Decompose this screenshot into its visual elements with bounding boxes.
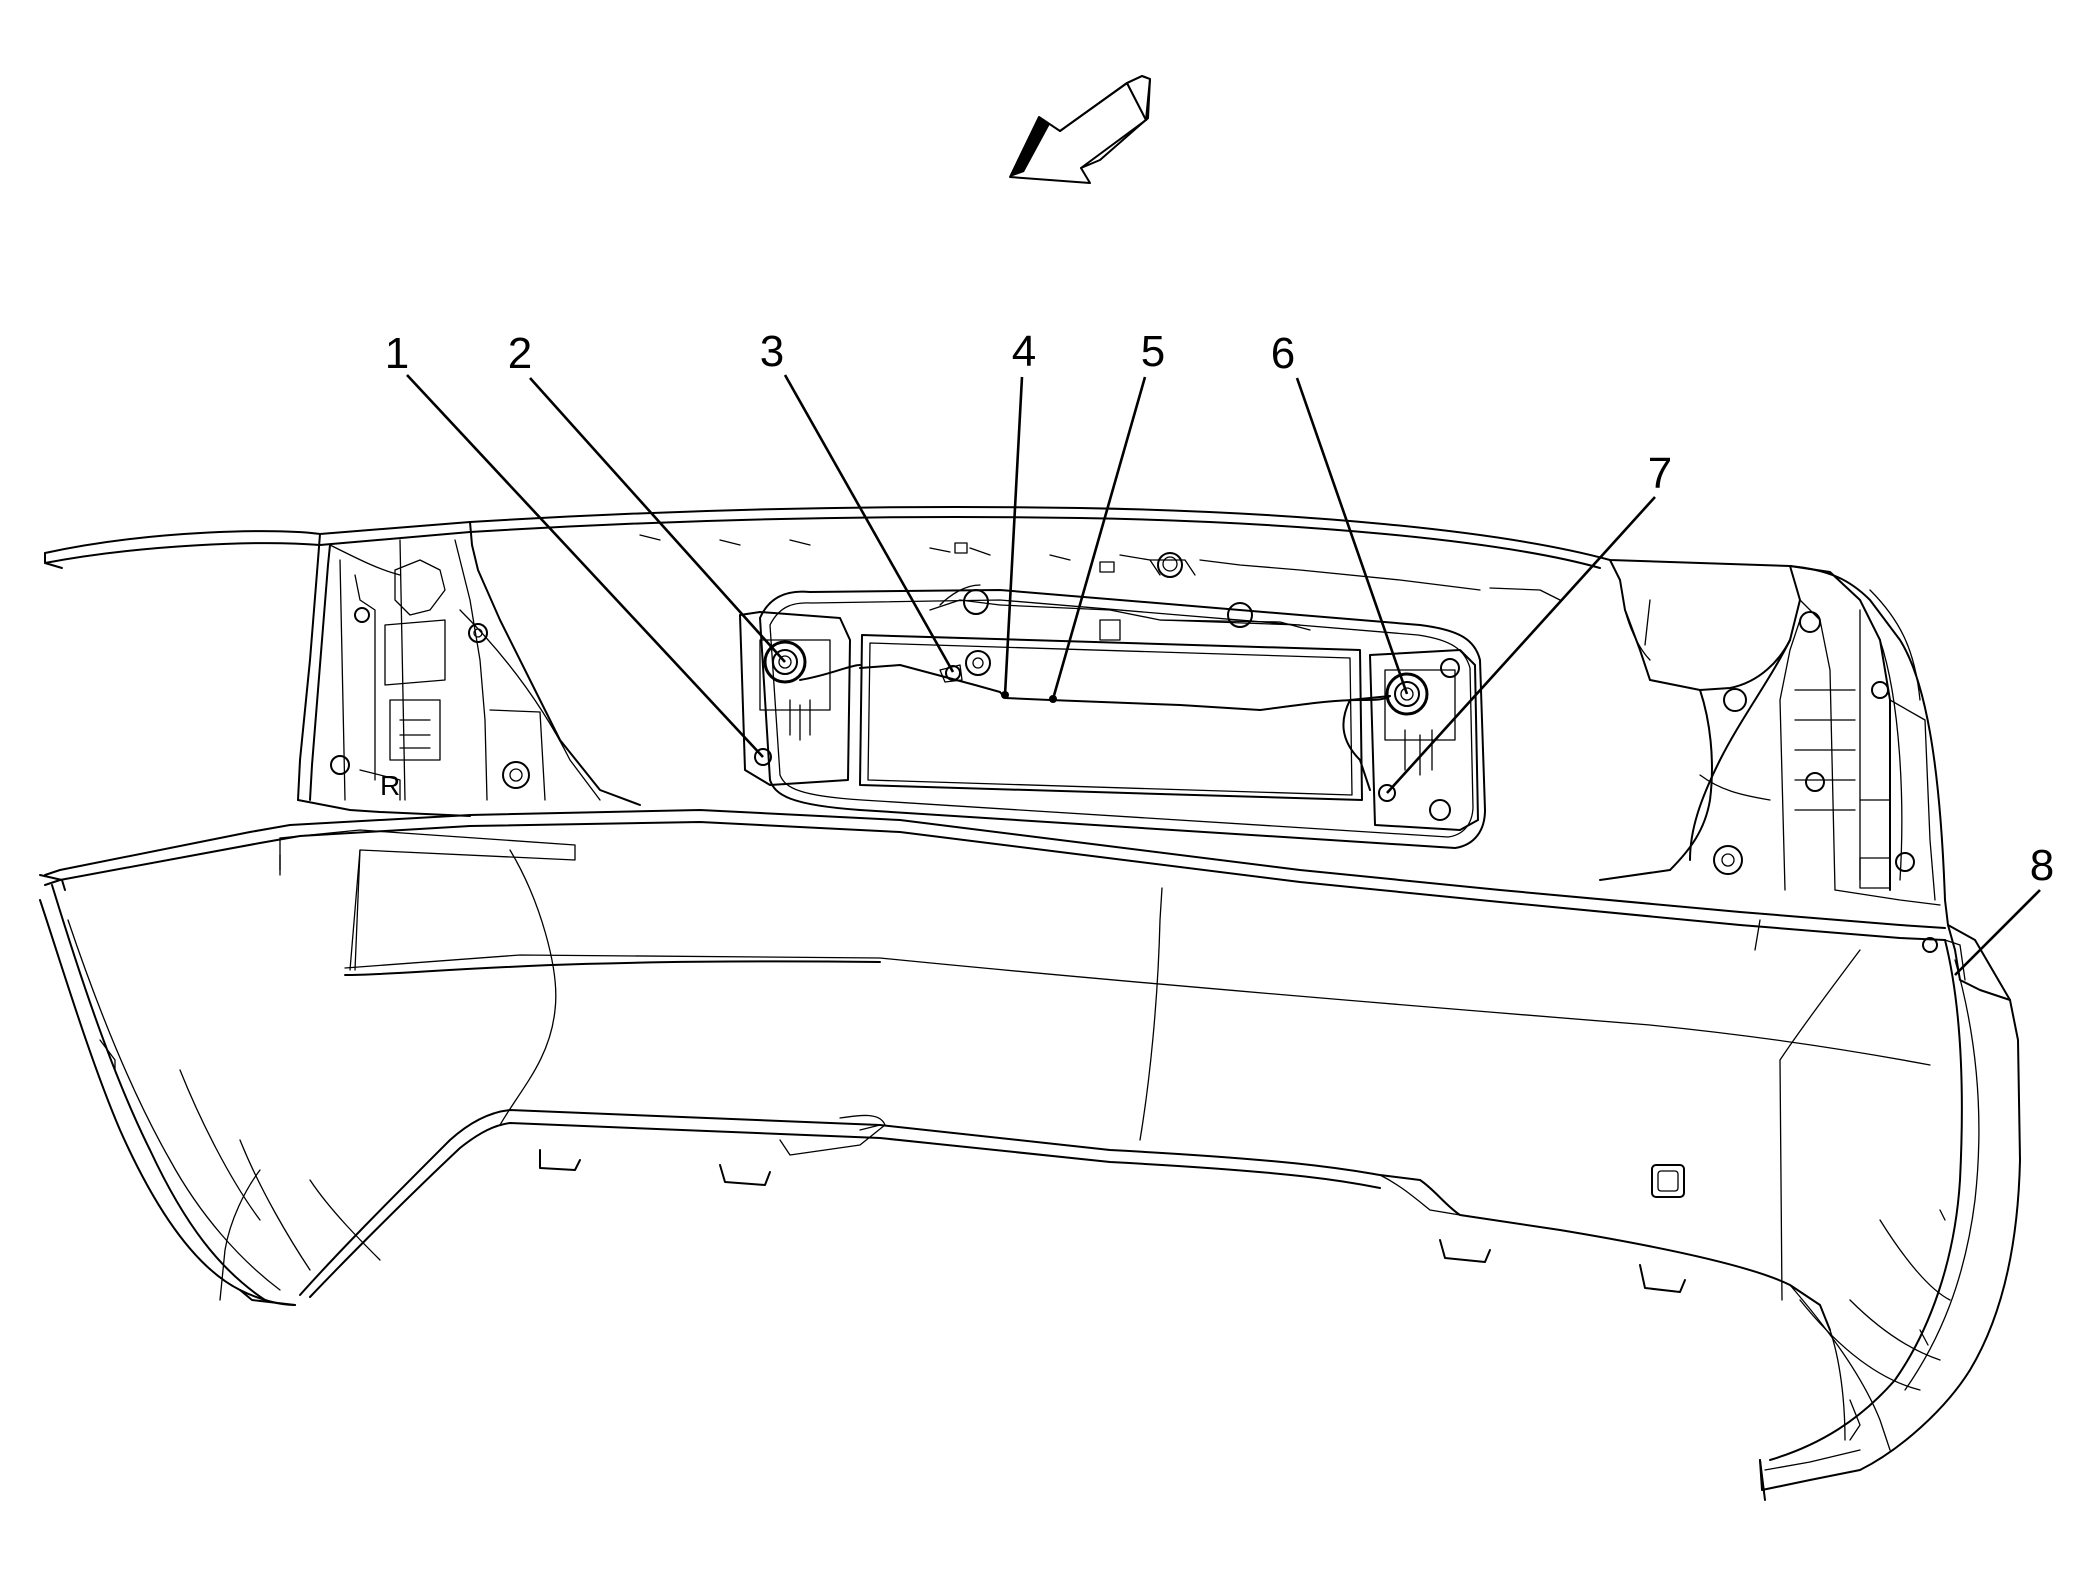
callout-3: 3 bbox=[760, 327, 784, 376]
callout-4: 4 bbox=[1012, 327, 1036, 376]
leader-line-4 bbox=[1003, 376, 1024, 696]
leader-line-2 bbox=[529, 377, 786, 663]
left-lamp-pocket: R bbox=[297, 521, 641, 817]
callout-6: 6 bbox=[1271, 329, 1295, 378]
callout-1: 1 bbox=[385, 329, 409, 378]
leader-line-8 bbox=[1954, 889, 2041, 976]
front-direction-arrow-icon bbox=[1009, 75, 1151, 184]
left-lamp-r-mark: R bbox=[380, 770, 400, 801]
callout-8: 8 bbox=[2030, 841, 2054, 890]
right-lamp-pocket bbox=[1599, 559, 1941, 953]
leader-line-6 bbox=[1295, 377, 1409, 695]
left-lower-panel bbox=[279, 829, 576, 971]
leader-line-1 bbox=[406, 374, 764, 758]
callout-5: 5 bbox=[1141, 327, 1165, 376]
leader-line-3 bbox=[783, 374, 955, 673]
leader-line-5 bbox=[1051, 376, 1147, 700]
leader-line-7 bbox=[1386, 496, 1656, 794]
callout-7: 7 bbox=[1648, 449, 1672, 498]
top-edge-clips bbox=[639, 534, 1561, 601]
leader-lines bbox=[406, 374, 2041, 976]
bumper-fascia bbox=[39, 505, 2021, 1501]
callout-labels: 1 2 3 4 5 6 7 8 bbox=[385, 327, 2054, 890]
license-plate-pocket bbox=[739, 552, 1486, 849]
callout-2: 2 bbox=[508, 329, 532, 378]
